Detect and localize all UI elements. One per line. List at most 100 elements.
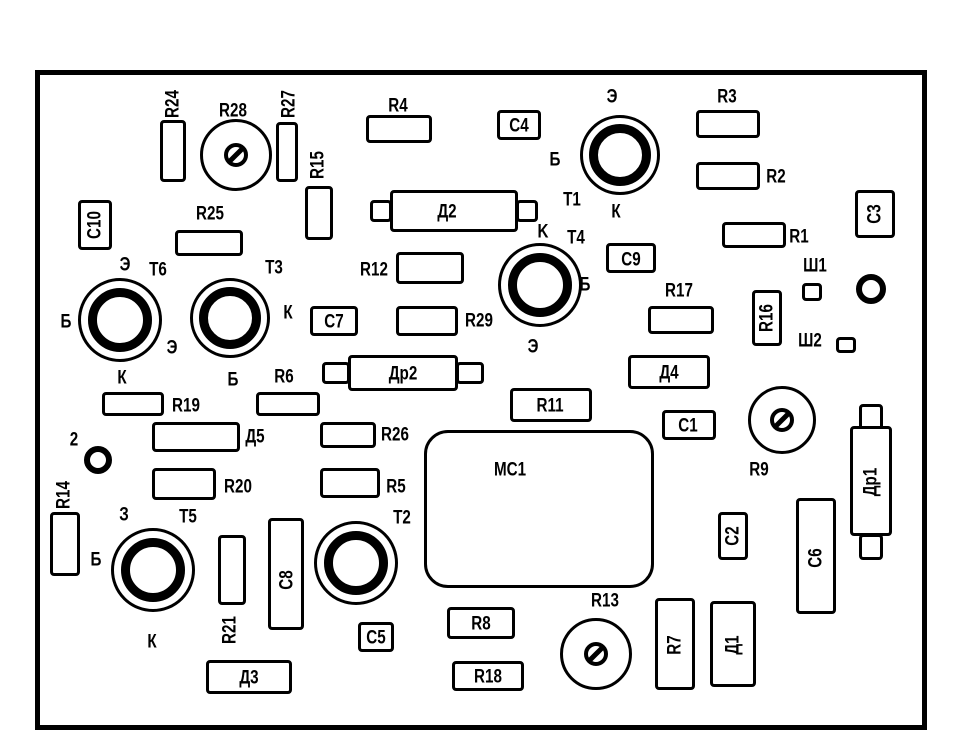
label-r12: R12 (360, 259, 388, 281)
diode-d1 (710, 601, 756, 687)
label-t6-emitter: Э (119, 254, 131, 276)
label-t4-emitter: Э (527, 336, 539, 358)
diode-d2 (390, 190, 518, 232)
label-t5-base: Б (90, 549, 102, 571)
label-d2: Д2 (437, 201, 457, 223)
resistor-r17 (648, 306, 714, 334)
label-c8: C8 (276, 570, 298, 590)
transistor-t1 (580, 115, 660, 195)
label-r11: R11 (536, 395, 564, 417)
label-c7: C7 (324, 311, 344, 333)
label-r4: R4 (388, 95, 408, 117)
label-r19: R19 (172, 395, 200, 417)
label-pad-2: 2 (69, 429, 79, 451)
label-r29: R29 (465, 310, 493, 332)
resistor-r2 (696, 162, 760, 190)
resistor-r27 (276, 122, 298, 182)
label-mc1: MC1 (493, 459, 527, 481)
transistor-t4 (498, 243, 582, 327)
label-r17: R17 (665, 280, 693, 302)
choke-dr1-lead (859, 534, 883, 560)
label-r24: R24 (162, 90, 184, 118)
label-r8: R8 (471, 613, 491, 635)
label-sh2: Ш2 (798, 330, 822, 352)
pad-sh1 (802, 283, 822, 301)
resistor-r4 (366, 115, 432, 143)
resistor-r1 (722, 222, 786, 248)
label-r15: R15 (307, 151, 329, 179)
label-d5: Д5 (245, 426, 265, 448)
ic-mc1 (424, 430, 654, 588)
label-r14: R14 (53, 481, 75, 509)
label-r25: R25 (196, 203, 224, 225)
label-t2: T2 (393, 507, 411, 529)
resistor-r20 (152, 468, 216, 500)
label-c9: C9 (621, 249, 641, 271)
label-t6: T6 (149, 259, 167, 281)
label-sh1: Ш1 (803, 255, 827, 277)
label-r26: R26 (381, 424, 409, 446)
label-c6: C6 (805, 548, 827, 568)
label-r27: R27 (278, 90, 300, 118)
label-t5-collector: К (147, 631, 157, 653)
transistor-t3 (190, 278, 270, 358)
capacitor-c2 (718, 512, 748, 560)
resistor-r12 (396, 252, 464, 284)
resistor-r29 (396, 306, 458, 336)
resistor-r5 (320, 468, 380, 498)
capacitor-c10 (78, 200, 112, 250)
label-r7: R7 (664, 635, 686, 655)
label-t5: T5 (179, 506, 197, 528)
label-t1-base: Б (549, 149, 561, 171)
capacitor-c7 (310, 306, 358, 336)
trimmer-r13 (560, 618, 632, 690)
resistor-r21 (218, 535, 246, 605)
label-c10: C10 (84, 211, 106, 239)
capacitor-c5 (358, 622, 394, 652)
choke-dr2 (348, 355, 458, 391)
resistor-r18 (452, 661, 524, 691)
label-t4-base: Б (579, 274, 591, 296)
label-r1: R1 (789, 226, 809, 248)
pcb-board-outline (35, 70, 927, 730)
label-t1: T1 (563, 189, 581, 211)
label-t4: T4 (567, 227, 585, 249)
label-t3-base: Б (227, 369, 239, 391)
label-c3: C3 (864, 204, 886, 224)
transistor-t5 (111, 528, 195, 612)
label-t6-collector: К (117, 367, 127, 389)
choke-dr1 (850, 426, 892, 536)
capacitor-c3 (855, 190, 895, 238)
capacitor-c9 (606, 243, 656, 273)
resistor-r6 (256, 392, 320, 416)
label-t4-collector: K (537, 221, 549, 243)
label-r9: R9 (749, 459, 769, 481)
diode-d2-lead (370, 200, 392, 222)
resistor-r11 (510, 388, 592, 422)
label-t6-base: Б (60, 311, 72, 333)
capacitor-c4 (497, 110, 541, 140)
resistor-r19 (102, 392, 164, 416)
mounting-hole (856, 274, 886, 304)
label-t5-emitter: З (119, 504, 129, 526)
diode-d3 (206, 660, 292, 694)
transistor-t2 (314, 521, 398, 605)
label-d4: Д4 (659, 362, 679, 384)
label-d3: Д3 (239, 667, 259, 689)
resistor-r26 (320, 422, 376, 448)
label-c4: C4 (509, 115, 529, 137)
trimmer-r28 (200, 119, 272, 191)
label-dr1: Др1 (860, 467, 882, 497)
pad-sh2 (836, 337, 856, 353)
label-r3: R3 (717, 86, 737, 108)
capacitor-c8 (268, 518, 304, 630)
label-c1: C1 (678, 415, 698, 437)
label-t1-emitter: Э (606, 86, 618, 108)
resistor-r14 (50, 512, 80, 576)
pad-2 (84, 446, 112, 474)
label-c2: C2 (722, 526, 744, 546)
resistor-r3 (696, 110, 760, 138)
capacitor-c1 (662, 410, 716, 440)
label-t3: T3 (265, 257, 283, 279)
trimmer-r9 (748, 386, 816, 454)
